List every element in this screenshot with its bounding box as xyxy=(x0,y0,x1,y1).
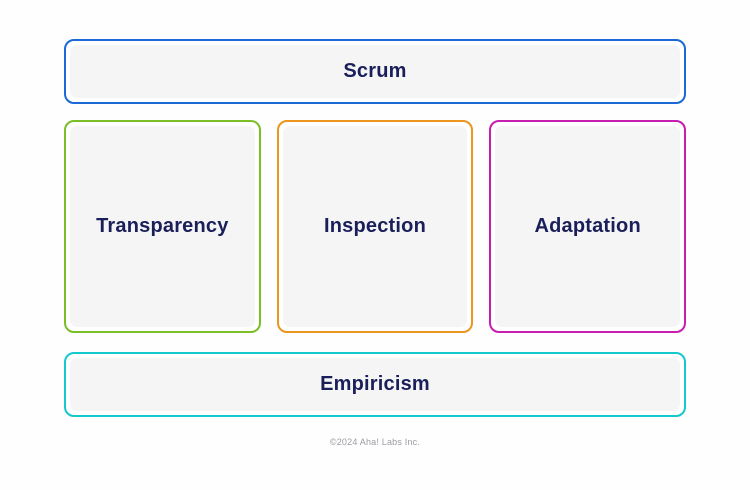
copyright-text: ©2024 Aha! Labs Inc. xyxy=(329,437,421,447)
inspection-label: Inspection xyxy=(324,215,427,237)
transparency-box: Transparency xyxy=(64,120,261,333)
scrum-label: Scrum xyxy=(343,60,407,82)
adaptation-box: Adaptation xyxy=(489,120,687,333)
inspection-box: Inspection xyxy=(276,120,474,333)
empiricism-box-panel: Empiricism xyxy=(70,358,680,411)
pillars-row: Transparency Inspection Adaptation xyxy=(64,120,687,333)
adaptation-box-panel: Adaptation xyxy=(495,126,681,327)
empiricism-label: Empiricism xyxy=(320,373,430,395)
inspection-box-panel: Inspection xyxy=(282,126,468,327)
scrum-box-panel: Scrum xyxy=(70,45,680,98)
transparency-box-panel: Transparency xyxy=(70,126,255,327)
scrum-box: Scrum xyxy=(64,39,686,104)
empiricism-box: Empiricism xyxy=(64,352,686,417)
adaptation-label: Adaptation xyxy=(534,215,641,237)
transparency-label: Transparency xyxy=(96,215,229,237)
